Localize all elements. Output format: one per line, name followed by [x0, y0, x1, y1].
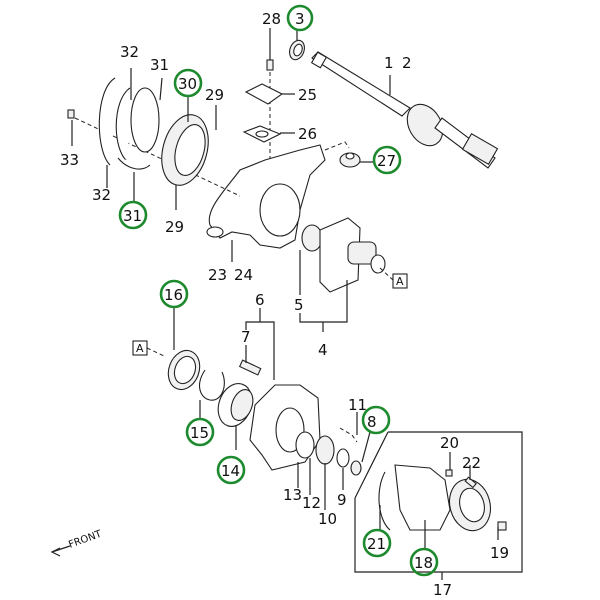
callout-20[interactable]: 20 — [440, 434, 459, 452]
callout-30[interactable]: 30 — [173, 68, 203, 98]
svg-text:1: 1 — [384, 54, 394, 72]
svg-text:16: 16 — [164, 286, 183, 304]
svg-text:7: 7 — [241, 328, 251, 346]
callout-19[interactable]: 19 — [490, 544, 509, 562]
callout-16[interactable]: 16 — [159, 279, 189, 309]
callout-13[interactable]: 13 — [283, 486, 302, 504]
svg-text:A: A — [396, 275, 404, 288]
svg-text:29: 29 — [205, 86, 224, 104]
svg-text:22: 22 — [462, 454, 481, 472]
callout-3[interactable]: 3 — [286, 4, 314, 32]
svg-text:33: 33 — [60, 151, 79, 169]
svg-text:32: 32 — [92, 186, 111, 204]
svg-text:19: 19 — [490, 544, 509, 562]
svg-text:11: 11 — [348, 396, 367, 414]
svg-text:10: 10 — [318, 510, 337, 528]
spindle-part — [319, 217, 386, 293]
callout-9[interactable]: 9 — [337, 491, 347, 509]
callout-2[interactable]: 2 — [402, 54, 412, 72]
callout-33[interactable]: 33 — [60, 151, 79, 169]
callout-22[interactable]: 22 — [462, 454, 481, 472]
washer-part — [295, 431, 315, 459]
bolt-part — [238, 359, 262, 376]
callout-31-upper[interactable]: 31 — [150, 56, 169, 74]
callout-5[interactable]: 5 — [294, 296, 304, 314]
bushing-part — [301, 224, 323, 252]
callout-7[interactable]: 7 — [241, 328, 251, 346]
svg-text:14: 14 — [221, 462, 240, 480]
callout-25[interactable]: 25 — [298, 86, 317, 104]
lock-washer-part — [315, 435, 335, 465]
svg-text:5: 5 — [294, 296, 304, 314]
callout-17[interactable]: 17 — [433, 581, 452, 599]
svg-text:4: 4 — [318, 341, 328, 359]
callout-10[interactable]: 10 — [318, 510, 337, 528]
svg-text:25: 25 — [298, 86, 317, 104]
svg-text:21: 21 — [367, 535, 386, 553]
svg-text:29: 29 — [165, 218, 184, 236]
svg-text:31: 31 — [123, 207, 142, 225]
hub-part — [249, 384, 321, 471]
reference-marker-a-left: A — [132, 340, 165, 357]
callout-32-upper[interactable]: 32 — [120, 43, 139, 61]
front-indicator-label: FRONT — [67, 528, 104, 550]
callout-29-upper[interactable]: 29 — [205, 86, 224, 104]
svg-text:18: 18 — [414, 554, 433, 572]
svg-text:24: 24 — [234, 266, 253, 284]
callout-21[interactable]: 21 — [362, 528, 392, 558]
svg-text:23: 23 — [208, 266, 227, 284]
callout-15[interactable]: 15 — [185, 417, 215, 447]
callout-27[interactable]: 27 — [372, 145, 402, 175]
nut-part — [336, 448, 350, 468]
bearing-part — [217, 383, 254, 427]
svg-text:27: 27 — [377, 152, 396, 170]
callout-32-lower[interactable]: 32 — [92, 186, 111, 204]
callout-31-lower[interactable]: 31 — [118, 200, 148, 230]
callout-14[interactable]: 14 — [216, 455, 246, 485]
callout-12[interactable]: 12 — [302, 494, 321, 512]
hub-assembly-group-box — [354, 431, 523, 573]
lock-nut-part — [350, 460, 362, 476]
cap-part — [445, 469, 453, 477]
callout-6[interactable]: 6 — [255, 291, 265, 309]
svg-text:32: 32 — [120, 43, 139, 61]
free-wheel-hub-part — [378, 464, 492, 532]
svg-text:3: 3 — [295, 10, 305, 28]
callout-26[interactable]: 26 — [298, 125, 317, 143]
callout-28[interactable]: 28 — [262, 10, 281, 28]
svg-text:30: 30 — [178, 75, 197, 93]
svg-text:6: 6 — [255, 291, 265, 309]
knuckle-part — [206, 144, 326, 249]
callout-29-lower[interactable]: 29 — [165, 218, 184, 236]
callout-23[interactable]: 23 — [208, 266, 227, 284]
svg-text:13: 13 — [283, 486, 302, 504]
reference-marker-a-right: A — [379, 267, 408, 289]
plate-part — [244, 83, 284, 105]
snap-ring-part — [199, 369, 225, 401]
svg-text:17: 17 — [433, 581, 452, 599]
svg-text:12: 12 — [302, 494, 321, 512]
callout-8[interactable]: 8 — [361, 405, 391, 435]
svg-text:20: 20 — [440, 434, 459, 452]
callout-18[interactable]: 18 — [409, 547, 439, 577]
callout-4[interactable]: 4 — [318, 341, 328, 359]
callout-24[interactable]: 24 — [234, 266, 253, 284]
callout-1[interactable]: 1 — [384, 54, 394, 72]
front-direction-arrow — [50, 545, 71, 557]
bolt-part — [67, 109, 75, 119]
svg-text:26: 26 — [298, 125, 317, 143]
bearing-ring-set — [98, 77, 209, 186]
drive-shaft-part — [310, 51, 499, 169]
svg-text:2: 2 — [402, 54, 412, 72]
svg-text:9: 9 — [337, 491, 347, 509]
callout-11[interactable]: 11 — [348, 396, 367, 414]
bolt-part — [266, 59, 274, 71]
svg-text:15: 15 — [190, 424, 209, 442]
svg-text:8: 8 — [367, 413, 377, 431]
screw-part — [464, 476, 477, 489]
svg-text:31: 31 — [150, 56, 169, 74]
svg-text:28: 28 — [262, 10, 281, 28]
svg-text:A: A — [136, 342, 144, 355]
bolt-part — [497, 521, 507, 531]
